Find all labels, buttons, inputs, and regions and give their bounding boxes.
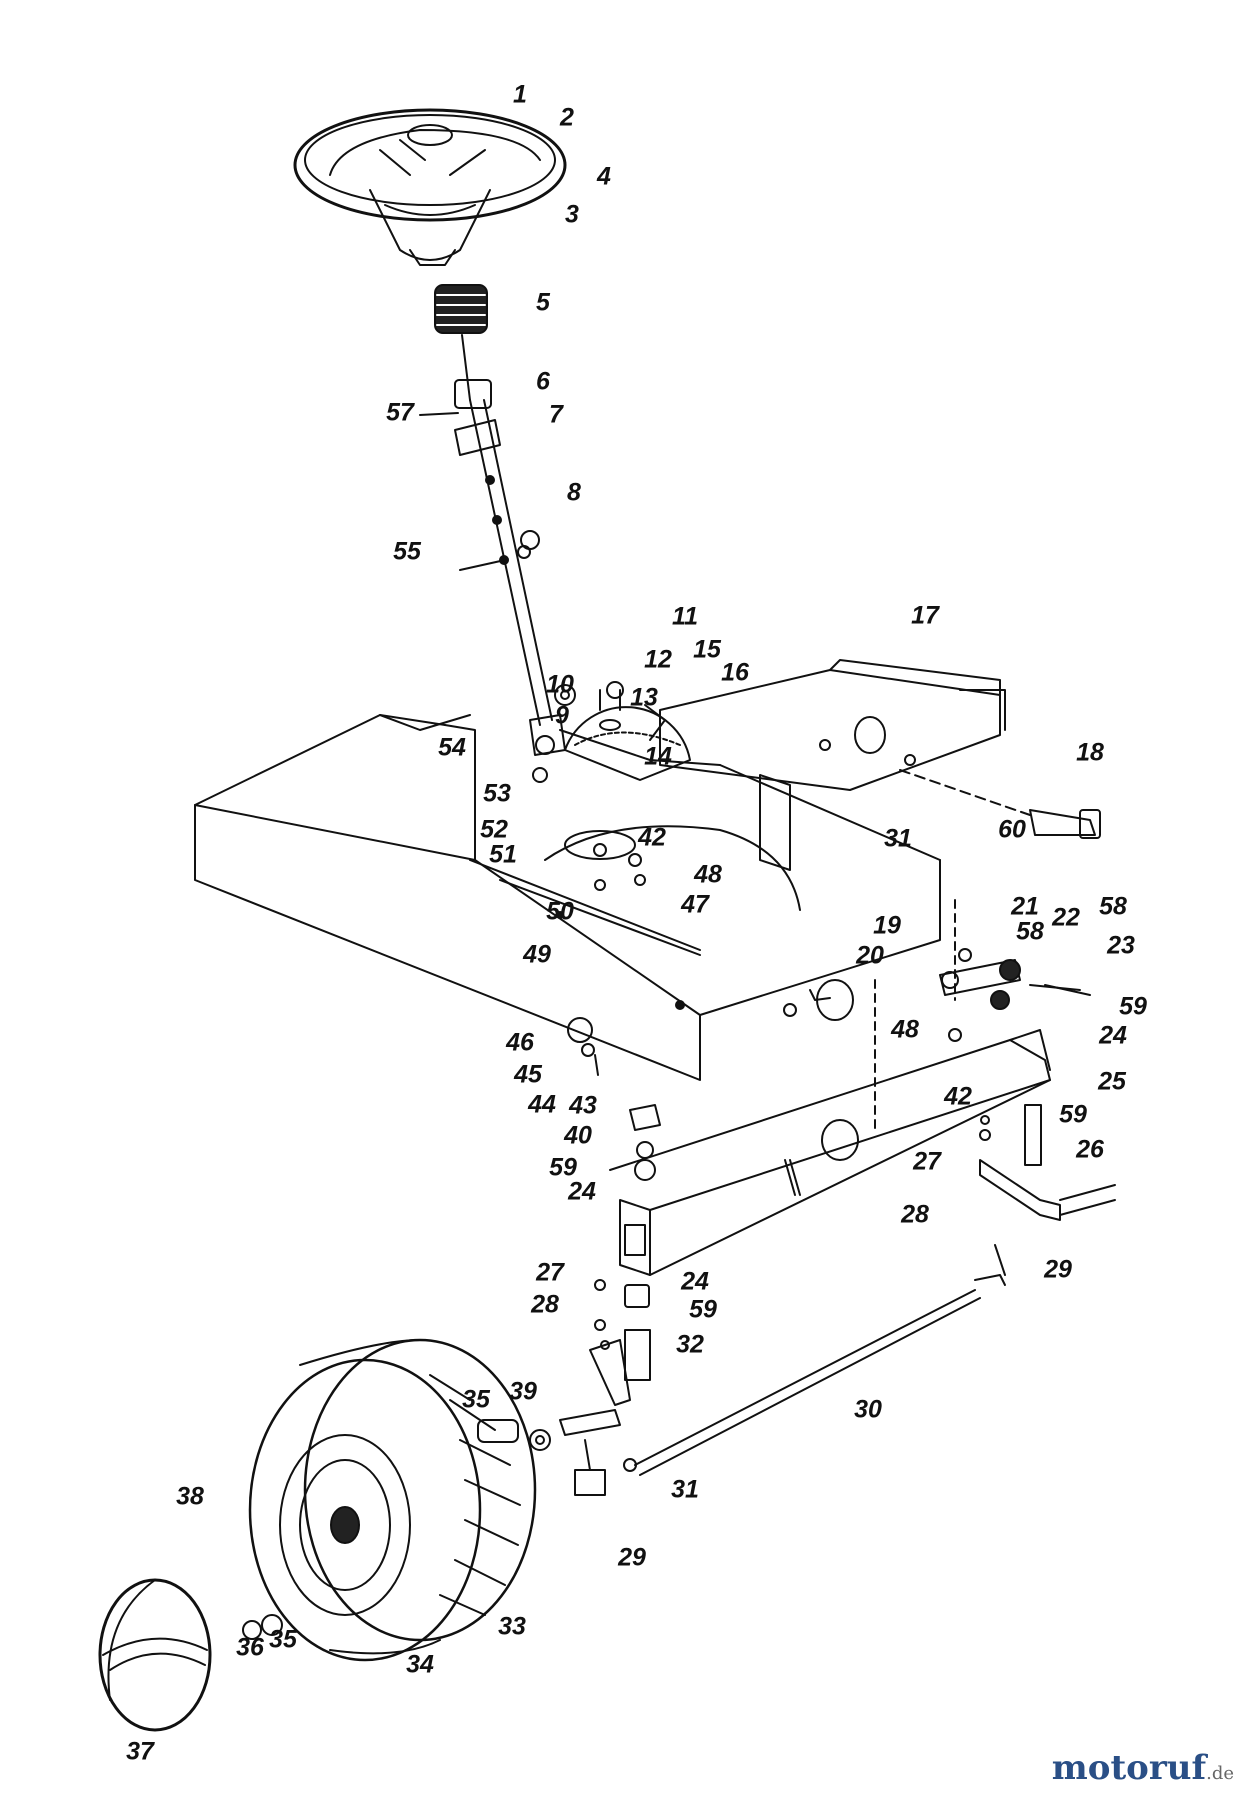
callout-24c: 24 <box>681 1267 709 1296</box>
callout-11: 11 <box>672 602 698 631</box>
callout-54: 54 <box>438 733 466 762</box>
callout-58a: 58 <box>1016 917 1044 946</box>
callout-31a: 31 <box>884 824 912 853</box>
callout-53: 53 <box>483 779 511 808</box>
callout-10: 10 <box>546 670 574 699</box>
callout-51: 51 <box>489 840 517 869</box>
callout-9: 9 <box>555 701 569 730</box>
callout-38: 38 <box>176 1482 204 1511</box>
callout-37: 37 <box>126 1737 154 1766</box>
callout-27a: 27 <box>913 1147 941 1176</box>
right-spindle <box>979 1104 1116 1221</box>
callout-45: 45 <box>514 1060 542 1089</box>
callout-17: 17 <box>911 601 939 630</box>
callout-15: 15 <box>693 635 721 664</box>
left-spindle <box>559 1284 651 1436</box>
callout-43: 43 <box>569 1091 597 1120</box>
callout-50: 50 <box>546 897 574 926</box>
callout-46: 46 <box>506 1028 534 1057</box>
front-axle <box>609 1029 1051 1276</box>
callout-26: 26 <box>1076 1135 1104 1164</box>
callout-20: 20 <box>856 941 884 970</box>
callout-7: 7 <box>549 400 563 429</box>
bolt-18 <box>899 769 1101 839</box>
callout-19: 19 <box>873 911 901 940</box>
callout-13: 13 <box>630 683 658 712</box>
callout-58b: 58 <box>1099 892 1127 921</box>
tie-rod <box>574 1244 1006 1496</box>
callout-52: 52 <box>480 815 508 844</box>
callout-3: 3 <box>565 200 579 229</box>
callout-29a: 29 <box>1044 1255 1072 1284</box>
callout-59d: 59 <box>689 1295 717 1324</box>
callout-39: 39 <box>509 1377 537 1406</box>
callout-22: 22 <box>1052 903 1080 932</box>
motoruf-watermark: motoruf.de <box>1052 1748 1234 1788</box>
callout-16: 16 <box>721 658 749 687</box>
callout-14: 14 <box>644 742 672 771</box>
callout-21: 21 <box>1011 892 1039 921</box>
small-hardware <box>520 530 1091 1291</box>
callout-6: 6 <box>536 367 550 396</box>
callout-55: 55 <box>393 537 421 566</box>
callout-23: 23 <box>1107 931 1135 960</box>
callout-8: 8 <box>567 478 581 507</box>
steering-plate <box>659 659 1006 871</box>
watermark-brand: motoruf <box>1051 1748 1207 1788</box>
callout-2: 2 <box>560 103 574 132</box>
sector-gear <box>564 689 691 781</box>
callout-42a: 42 <box>638 823 666 852</box>
callout-35b: 35 <box>269 1625 297 1654</box>
callout-30: 30 <box>854 1395 882 1424</box>
callout-4: 4 <box>597 162 611 191</box>
callout-1: 1 <box>513 80 527 109</box>
steering-boot <box>434 284 488 334</box>
callout-31b: 31 <box>671 1475 699 1504</box>
callout-59c: 59 <box>549 1153 577 1182</box>
callout-27b: 27 <box>536 1258 564 1287</box>
callout-24b: 24 <box>568 1177 596 1206</box>
callout-12: 12 <box>644 645 672 674</box>
steering-wheel <box>293 108 567 266</box>
callout-40: 40 <box>564 1121 592 1150</box>
callout-48a: 48 <box>694 860 722 889</box>
callout-42b: 42 <box>944 1082 972 1111</box>
callout-18: 18 <box>1076 738 1104 767</box>
callout-28a: 28 <box>901 1200 929 1229</box>
callout-24a: 24 <box>1099 1021 1127 1050</box>
callout-33: 33 <box>498 1612 526 1641</box>
callout-47: 47 <box>681 890 709 919</box>
watermark-suffix: .de <box>1206 1763 1234 1784</box>
callout-5: 5 <box>536 288 550 317</box>
callout-48b: 48 <box>891 1015 919 1044</box>
callout-35a: 35 <box>462 1385 490 1414</box>
callout-59a: 59 <box>1119 992 1147 1021</box>
callout-25: 25 <box>1098 1067 1126 1096</box>
callout-29b: 29 <box>618 1543 646 1572</box>
callout-36: 36 <box>236 1633 264 1662</box>
front-wheel <box>242 1338 551 1662</box>
hub-cap <box>98 1578 212 1732</box>
callout-44: 44 <box>528 1090 556 1119</box>
callout-49: 49 <box>523 940 551 969</box>
callout-28b: 28 <box>531 1290 559 1319</box>
callout-59b: 59 <box>1059 1100 1087 1129</box>
callout-34: 34 <box>406 1650 434 1679</box>
steering-shaft <box>419 334 566 756</box>
callout-32: 32 <box>676 1330 704 1359</box>
callout-57: 57 <box>386 398 414 427</box>
tractor-frame <box>194 714 941 1081</box>
callout-60: 60 <box>998 815 1026 844</box>
